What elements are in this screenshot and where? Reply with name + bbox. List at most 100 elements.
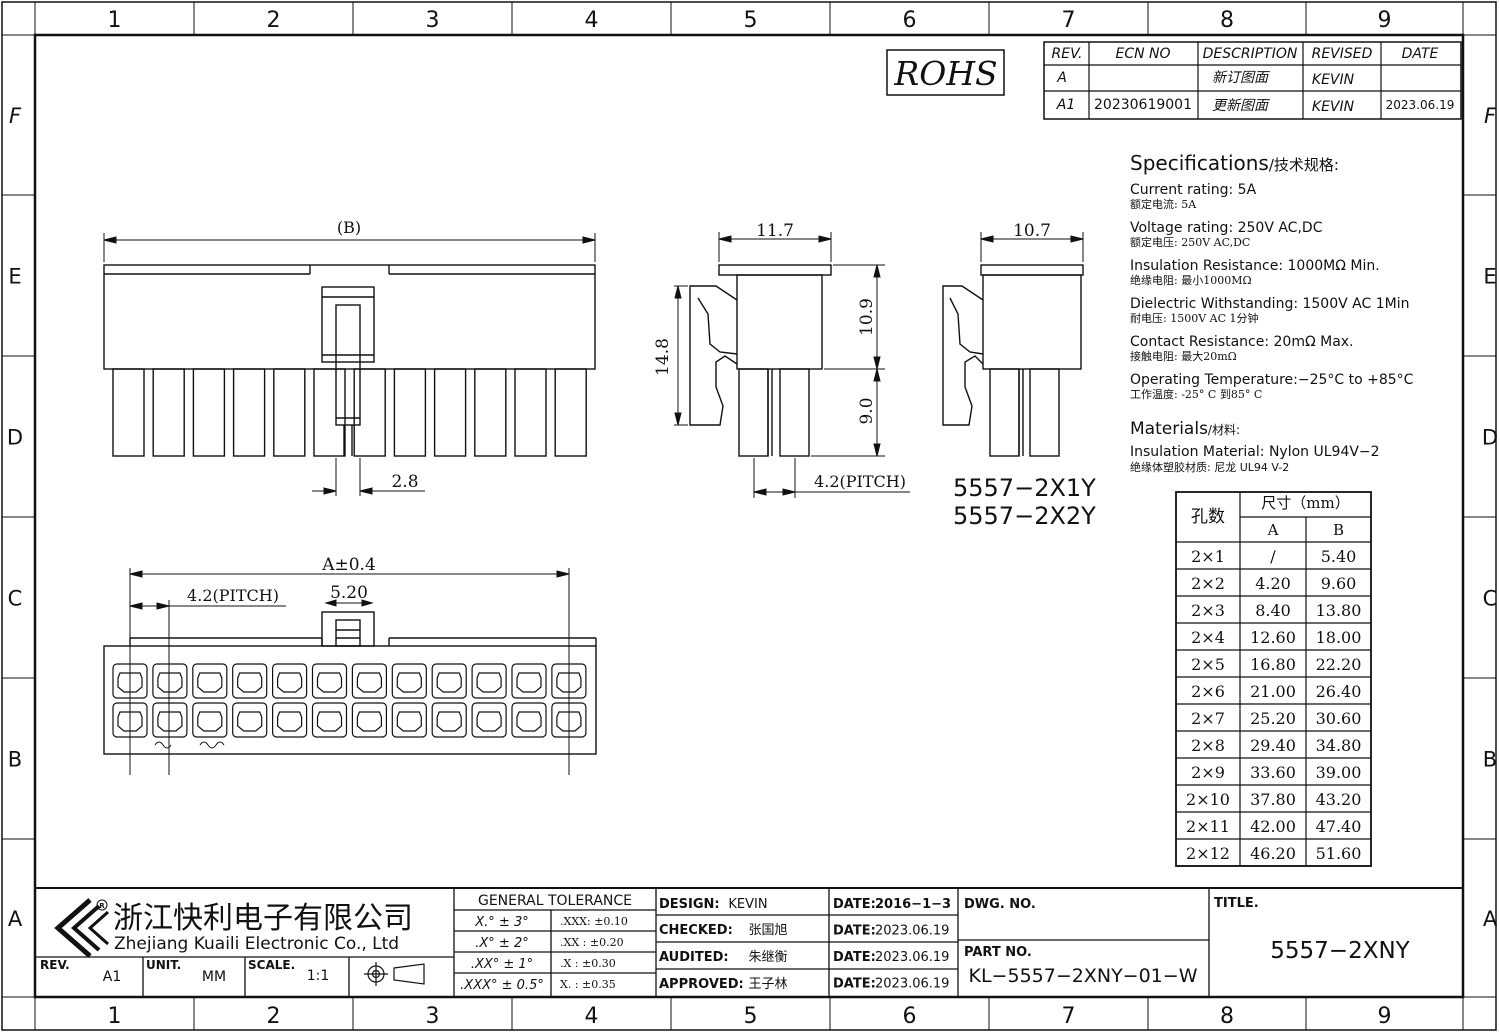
spec-item-cn: 工作温度: -25° C 到85° C xyxy=(1130,387,1262,401)
grid-col-bottom-8: 8 xyxy=(1220,1004,1234,1029)
unit-label: UNIT. xyxy=(146,958,181,972)
model-label-2x2y: 5557−2X2Y xyxy=(953,502,1096,530)
front-pin xyxy=(393,368,427,457)
rev-row-a-revised: KEVIN xyxy=(1312,72,1355,88)
design-label: DESIGN: xyxy=(659,897,720,912)
table-cell-holes: 2×9 xyxy=(1191,763,1225,782)
cavity xyxy=(152,663,188,699)
spec-item-cn: 额定电压: 250V AC,DC xyxy=(1130,235,1250,249)
front-pin xyxy=(433,368,467,457)
dimension-side-height-total-label: 14.8 xyxy=(653,338,673,376)
dimension-b xyxy=(103,233,596,262)
rev-header-rev: REV. xyxy=(1052,46,1083,62)
table-cell-a: 46.20 xyxy=(1250,844,1296,863)
cavity xyxy=(152,702,188,738)
company-name-en: Zhejiang Kuaili Electronic Co., Ltd xyxy=(114,934,399,954)
grid-row-left-C: C xyxy=(8,587,23,611)
mating-face-view xyxy=(103,611,597,755)
scale-label: SCALE. xyxy=(248,958,295,972)
table-cell-holes: 2×11 xyxy=(1186,817,1230,836)
tolerance-angle: .XX° ± 1° xyxy=(471,957,533,972)
date-label: DATE: xyxy=(833,897,876,912)
table-cell-holes: 2×12 xyxy=(1186,844,1230,863)
side-view xyxy=(689,264,832,457)
audited-value: 朱继衡 xyxy=(748,950,787,965)
rev-row-a-description: 新订图面 xyxy=(1212,70,1270,86)
company-name-cn: 浙江快利电子有限公司 xyxy=(113,901,413,936)
front-pin xyxy=(232,368,266,457)
grid-col-bottom-7: 7 xyxy=(1062,1004,1076,1029)
rev-label: REV. xyxy=(40,958,70,972)
grid-row-left-A: A xyxy=(8,907,23,931)
checked-label: CHECKED: xyxy=(659,923,733,938)
dimension-bottom-pitch-label: 4.2(PITCH) xyxy=(187,586,279,605)
grid-col-bottom-4: 4 xyxy=(585,1004,599,1029)
cavity xyxy=(511,702,547,738)
grid-col-bottom-2: 2 xyxy=(267,1004,281,1029)
grid-row-right-A: A xyxy=(1483,907,1498,931)
grid-col-top-8: 8 xyxy=(1220,8,1234,33)
design-value: KEVIN xyxy=(728,897,767,912)
grid-col-bottom-3: 3 xyxy=(426,1004,440,1029)
projection-symbol xyxy=(364,962,425,986)
rev-row-a1-date: 2023.06.19 xyxy=(1386,98,1455,112)
table-cell-a: 29.40 xyxy=(1250,736,1296,755)
materials-heading: Materials/材料: xyxy=(1130,419,1240,439)
general-tolerance-heading: GENERAL TOLERANCE xyxy=(478,893,632,909)
table-cell-a: 37.80 xyxy=(1250,790,1296,809)
spec-item-en: Operating Temperature:−25°C to +85°C xyxy=(1130,372,1414,388)
cavity xyxy=(431,702,467,738)
dimension-side-width xyxy=(718,232,832,262)
spec-item-en: Insulation Resistance: 1000MΩ Min. xyxy=(1130,258,1380,274)
table-cell-b: 34.80 xyxy=(1316,736,1362,755)
grid-row-right-F: F xyxy=(1484,104,1497,128)
table-header-a: A xyxy=(1267,521,1279,539)
part-no-value: KL−5557−2XNY−01−W xyxy=(969,965,1198,987)
table-cell-b: 43.20 xyxy=(1316,790,1362,809)
table-cell-a: 4.20 xyxy=(1255,574,1291,593)
date-label: DATE: xyxy=(833,924,876,939)
approved-value: 王子林 xyxy=(748,977,787,992)
front-pin xyxy=(474,368,507,457)
rev-header-ecn: ECN NO xyxy=(1115,46,1170,62)
material-en: Insulation Material: Nylon UL94V−2 xyxy=(1130,444,1380,460)
dimension-side-pitch-label: 4.2(PITCH) xyxy=(814,472,906,491)
date-value: 2023.06.19 xyxy=(875,924,949,939)
dimension-side-height-upper xyxy=(824,264,885,370)
grid-row-right-B: B xyxy=(1483,748,1497,772)
date-label: DATE: xyxy=(833,950,876,965)
front-pin xyxy=(353,368,386,457)
cavity xyxy=(471,663,507,699)
approved-label: APPROVED: xyxy=(659,977,744,992)
cavity xyxy=(391,702,427,738)
dimension-side-height-lower-label: 9.0 xyxy=(857,397,877,424)
audited-label: AUDITED: xyxy=(659,950,729,965)
grid-col-top-2: 2 xyxy=(267,8,281,33)
part-no-label: PART NO. xyxy=(964,945,1032,960)
cavity xyxy=(232,702,268,738)
grid-col-bottom-1: 1 xyxy=(108,1004,122,1029)
cavity xyxy=(391,663,427,699)
grid-row-right-C: C xyxy=(1483,587,1498,611)
cavity xyxy=(272,702,308,738)
rev-header-date: DATE xyxy=(1402,46,1439,62)
front-pin xyxy=(152,368,185,457)
front-pin xyxy=(313,368,346,457)
front-pin xyxy=(514,368,547,457)
dimension-bottom-pitch xyxy=(129,602,286,610)
grid-col-top-1: 1 xyxy=(108,8,122,33)
dimension-a-label: A±0.4 xyxy=(321,555,376,575)
table-cell-holes: 2×7 xyxy=(1191,709,1225,728)
table-cell-b: 26.40 xyxy=(1316,682,1362,701)
svg-text:R: R xyxy=(99,902,105,910)
table-cell-b: 9.60 xyxy=(1321,574,1357,593)
dimension-pin-width xyxy=(312,458,425,496)
tolerance-angle: X.° ± 3° xyxy=(474,915,528,930)
grid-row-left-F: F xyxy=(9,104,22,128)
front-pin xyxy=(273,368,306,457)
table-cell-holes: 2×5 xyxy=(1191,655,1225,674)
revision-table xyxy=(1043,41,1462,120)
